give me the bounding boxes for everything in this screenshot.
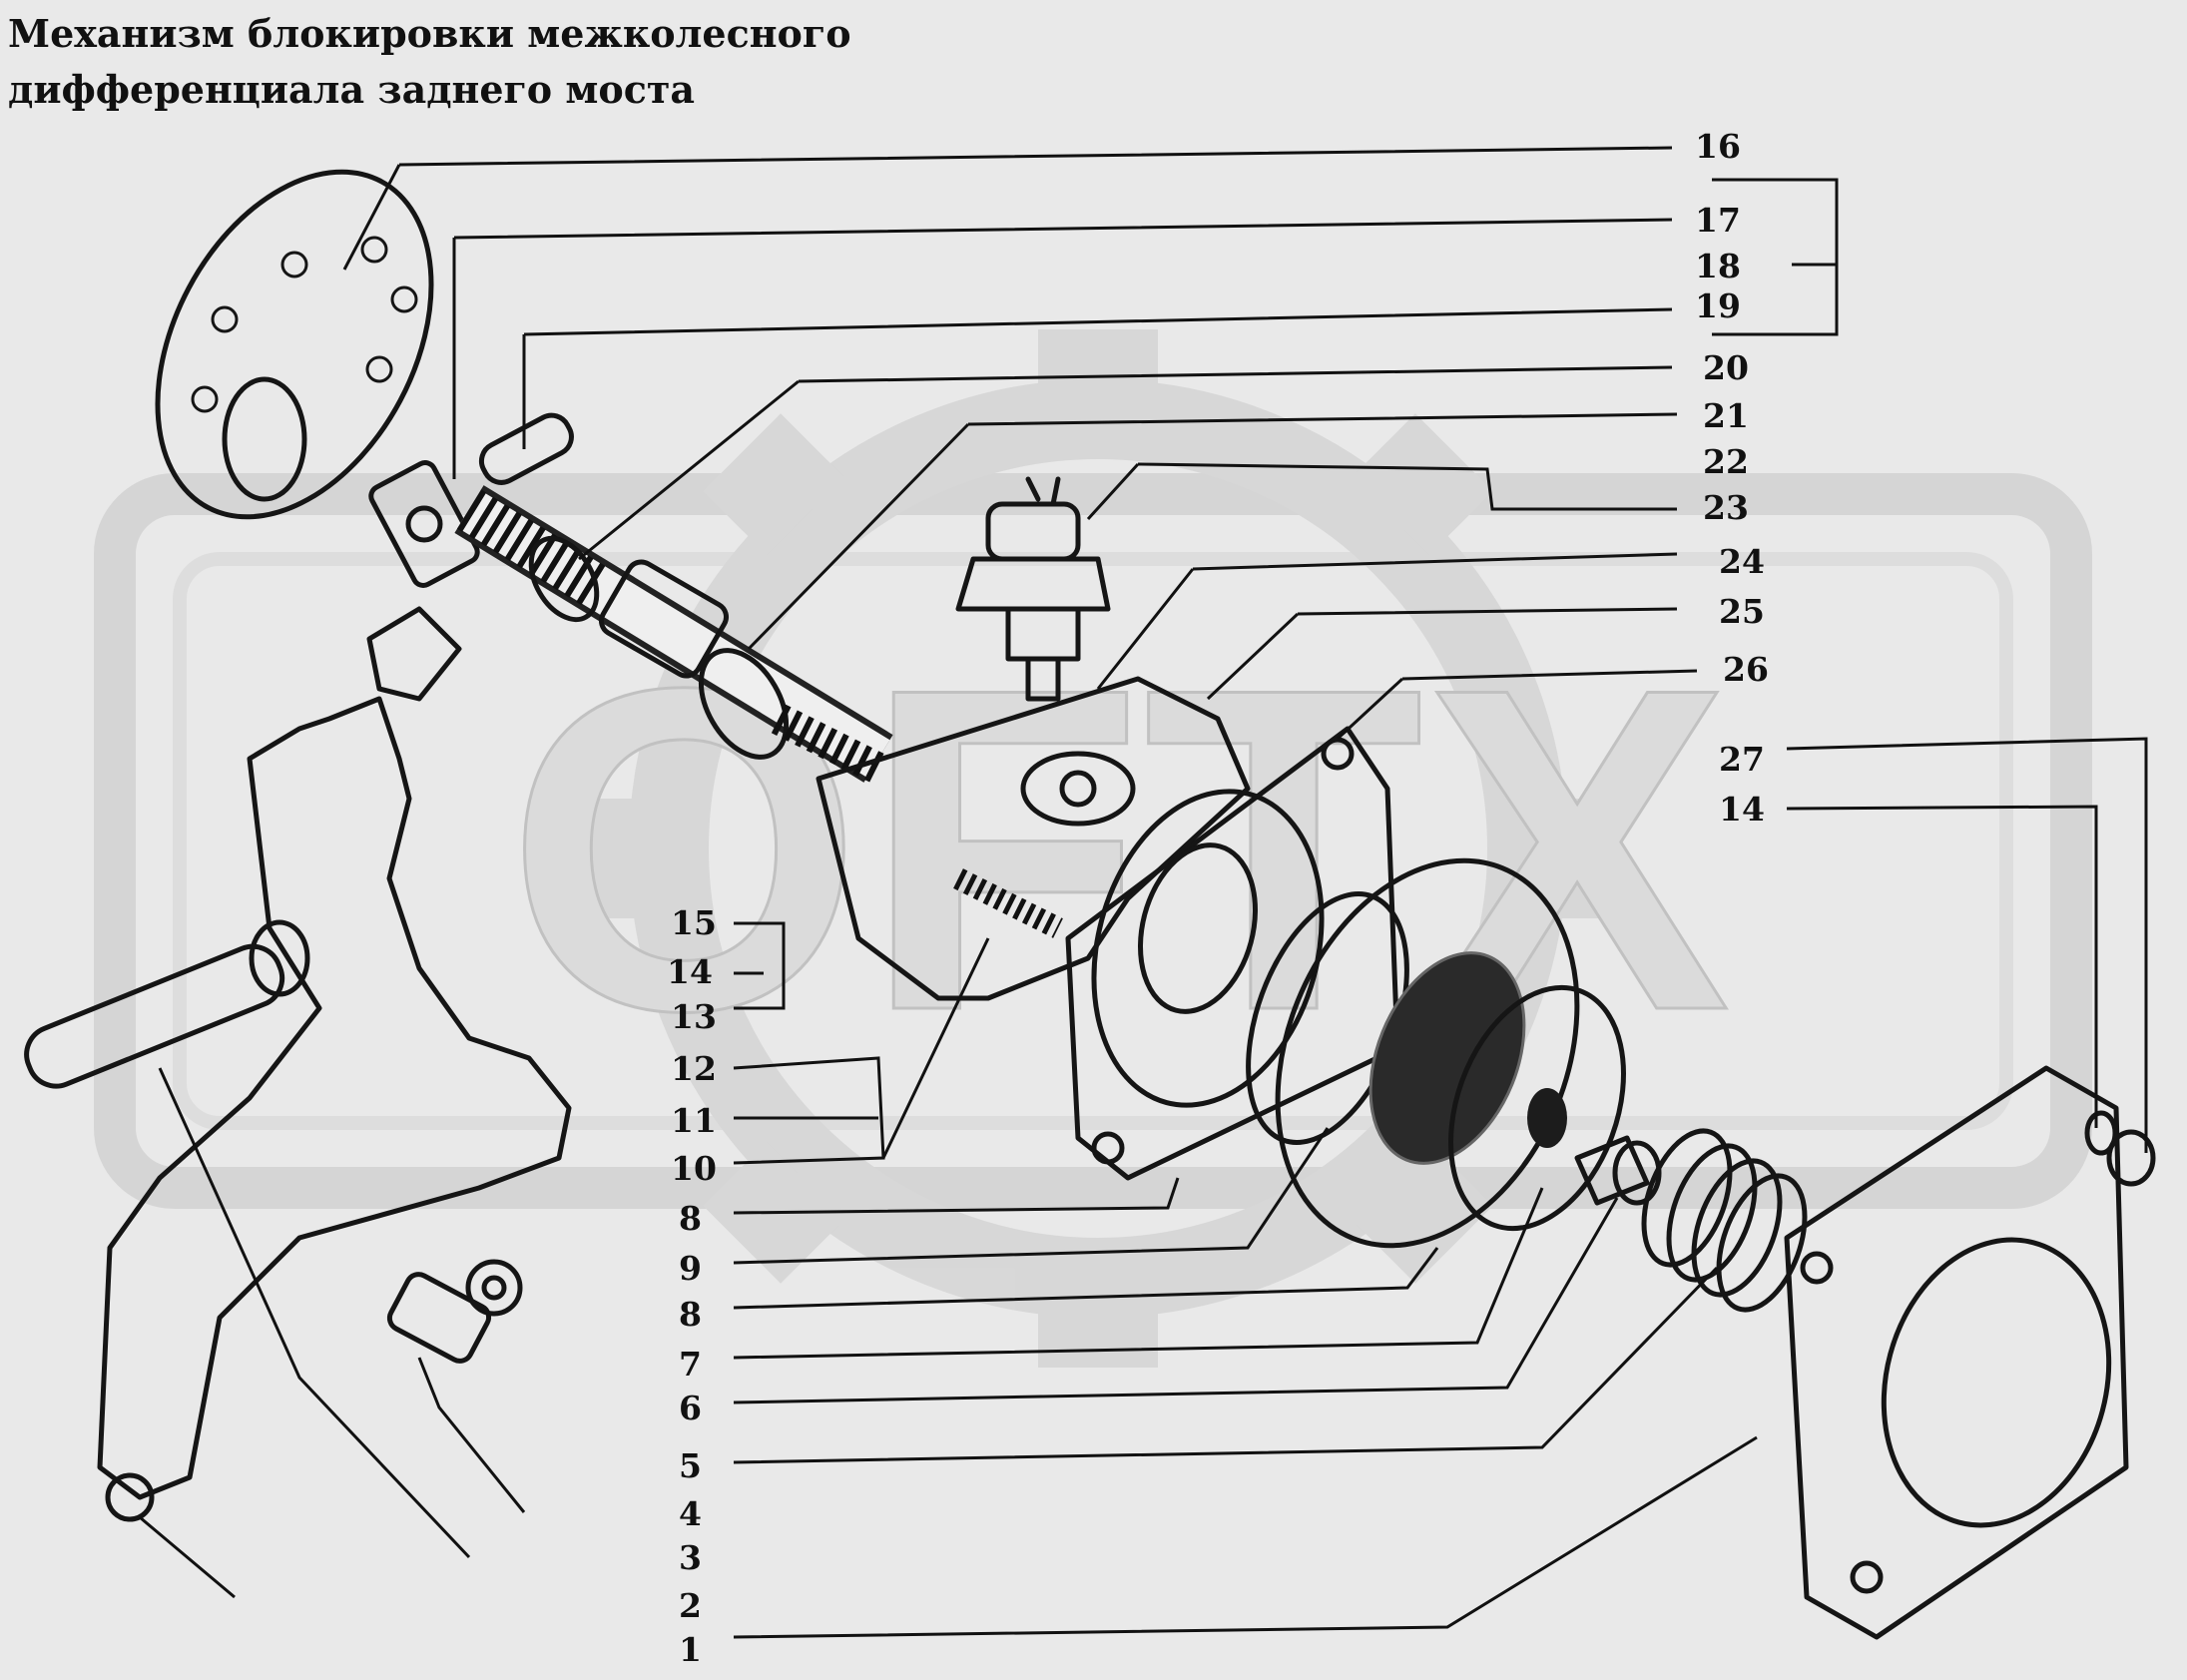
part-fork-lever bbox=[24, 606, 572, 1522]
part-piston-spring bbox=[1448, 984, 1808, 1313]
callout-labels: 16 17 18 19 20 21 22 23 24 25 26 27 14 1… bbox=[667, 127, 1769, 1669]
callout-8-lower: 8 bbox=[679, 1295, 702, 1334]
callout-6: 6 bbox=[679, 1389, 702, 1427]
callout-15: 15 bbox=[671, 903, 717, 942]
callout-2: 2 bbox=[679, 1586, 702, 1625]
callout-23: 23 bbox=[1703, 488, 1749, 527]
callout-12: 12 bbox=[671, 1049, 717, 1088]
callout-7: 7 bbox=[679, 1345, 702, 1384]
callout-17: 17 bbox=[1695, 201, 1741, 240]
callout-20: 20 bbox=[1703, 348, 1749, 387]
callout-18: 18 bbox=[1695, 247, 1741, 285]
callout-24: 24 bbox=[1719, 542, 1765, 581]
callout-1: 1 bbox=[679, 1630, 702, 1669]
callout-21: 21 bbox=[1703, 396, 1749, 435]
callout-5: 5 bbox=[679, 1446, 702, 1485]
callout-19: 19 bbox=[1695, 286, 1741, 325]
callout-4: 4 bbox=[679, 1494, 702, 1533]
leader-lines bbox=[139, 146, 2148, 1639]
callout-8-upper: 8 bbox=[679, 1199, 702, 1238]
part-shaft-assembly bbox=[368, 412, 893, 784]
callout-11: 11 bbox=[671, 1101, 717, 1140]
watermark-frame bbox=[94, 473, 2092, 1209]
callout-16: 16 bbox=[1695, 127, 1741, 166]
page-title-line-1: Механизм блокировки межколесного bbox=[8, 11, 851, 56]
callout-3: 3 bbox=[679, 1538, 702, 1577]
page-title: Механизм блокировки межколесного диффере… bbox=[8, 6, 851, 118]
callout-10: 10 bbox=[671, 1149, 717, 1188]
part-gasket-16 bbox=[155, 169, 434, 520]
callout-25: 25 bbox=[1719, 592, 1765, 631]
callout-14-left: 14 bbox=[667, 952, 713, 991]
callout-13: 13 bbox=[671, 997, 717, 1036]
callout-14-right: 14 bbox=[1719, 790, 1765, 829]
page-title-line-2: дифференциала заднего моста bbox=[8, 67, 696, 112]
part-cover-1 bbox=[1784, 1065, 2156, 1640]
callout-22: 22 bbox=[1703, 442, 1749, 481]
callout-27: 27 bbox=[1719, 740, 1765, 779]
callout-26: 26 bbox=[1723, 650, 1769, 689]
part-switch-22 bbox=[955, 476, 1111, 702]
callout-9: 9 bbox=[679, 1249, 702, 1288]
